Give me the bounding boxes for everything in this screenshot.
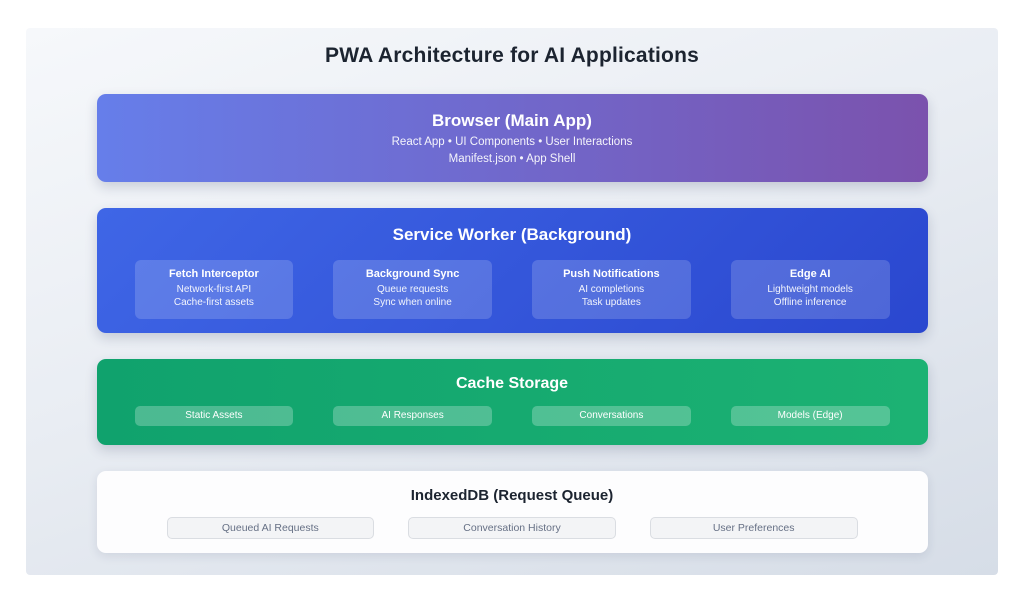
card-title: Fetch Interceptor	[168, 268, 259, 280]
card-line: Cache-first assets	[173, 297, 254, 308]
indexeddb-item-conversation-history: Conversation History	[408, 517, 616, 539]
card-line: Network-first API	[176, 284, 252, 295]
layer-indexeddb: IndexedDB (Request Queue) Queued AI Requ…	[96, 471, 928, 553]
browser-layer-title: Browser (Main App)	[432, 111, 592, 130]
layer-browser-main-app: Browser (Main App) React App • UI Compon…	[96, 94, 928, 182]
indexeddb-layer-title: IndexedDB (Request Queue)	[410, 487, 614, 504]
cache-layer-title: Cache Storage	[455, 375, 569, 392]
cache-item-conversations: Conversations	[532, 406, 691, 426]
card-background-sync: Background Sync Queue requests Sync when…	[333, 260, 492, 319]
card-line: AI completions	[578, 284, 645, 295]
service-worker-layer-title: Service Worker (Background)	[392, 225, 632, 244]
service-worker-cards: Fetch Interceptor Network-first API Cach…	[97, 260, 928, 319]
card-edge-ai: Edge AI Lightweight models Offline infer…	[730, 260, 890, 319]
layer-service-worker: Service Worker (Background) Fetch Interc…	[96, 208, 928, 333]
card-title: Edge AI	[789, 268, 831, 280]
card-push-notifications: Push Notifications AI completions Task u…	[532, 260, 691, 319]
card-line: Lightweight models	[767, 284, 853, 295]
page-title: PWA Architecture for AI Applications	[325, 44, 699, 67]
card-line: Task updates	[581, 297, 641, 308]
browser-layer-subtitle-2: Manifest.json • App Shell	[448, 153, 576, 165]
card-line: Queue requests	[377, 284, 449, 295]
cache-items: Static Assets AI Responses Conversations…	[97, 406, 928, 426]
layer-cache-storage: Cache Storage Static Assets AI Responses…	[96, 359, 928, 445]
cache-item-ai-responses: AI Responses	[333, 406, 492, 426]
cache-item-static-assets: Static Assets	[134, 406, 294, 426]
card-title: Background Sync	[365, 268, 460, 280]
indexeddb-items: Queued AI Requests Conversation History …	[97, 517, 928, 539]
browser-layer-subtitle-1: React App • UI Components • User Interac…	[391, 136, 633, 148]
indexeddb-item-queued-ai-requests: Queued AI Requests	[166, 517, 375, 539]
card-line: Offline inference	[773, 297, 847, 308]
diagram-canvas: PWA Architecture for AI Applications Bro…	[26, 28, 998, 575]
indexeddb-item-user-preferences: User Preferences	[649, 517, 858, 539]
card-line: Sync when online	[373, 297, 452, 308]
card-title: Push Notifications	[563, 268, 660, 280]
diagram-column: Browser (Main App) React App • UI Compon…	[96, 94, 928, 553]
cache-item-models-edge: Models (Edge)	[730, 406, 890, 426]
card-fetch-interceptor: Fetch Interceptor Network-first API Cach…	[134, 260, 294, 319]
